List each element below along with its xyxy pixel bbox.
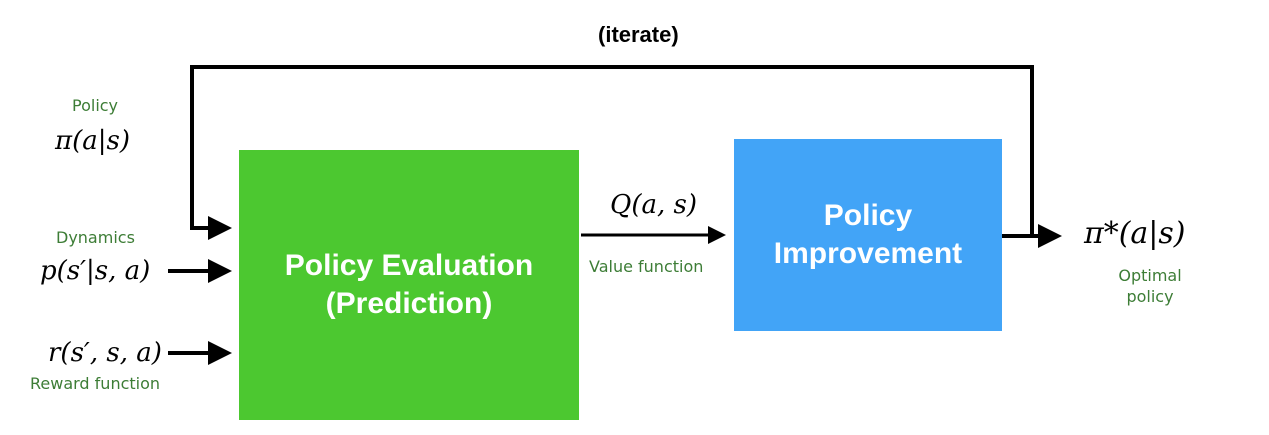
- policy-label: Policy: [72, 96, 119, 115]
- dynamics-expression: p(s′|s, a): [40, 256, 151, 286]
- policy-improvement-title: Policy: [823, 199, 913, 232]
- policy-evaluation-subtitle: (Prediction): [325, 287, 493, 320]
- iterate-title: (iterate): [598, 22, 679, 47]
- value-function-expression: Q(a, s): [610, 190, 697, 220]
- policy-improvement-subtitle: Improvement: [773, 237, 963, 270]
- reward-label: Reward function: [30, 374, 161, 393]
- optimal-policy-expression: π*(a|s): [1084, 216, 1186, 251]
- policy-evaluation-box: Policy Evaluation (Prediction): [239, 150, 579, 420]
- policy-evaluation-title: Policy Evaluation: [284, 249, 534, 282]
- value-function-label: Value function: [589, 257, 704, 276]
- optimal-policy-label-line2: policy: [1126, 287, 1174, 306]
- dynamics-label: Dynamics: [56, 228, 135, 247]
- optimal-policy-label: Optimal policy: [1110, 266, 1190, 306]
- policy-expression: π(a|s): [55, 126, 130, 156]
- reward-expression: r(s′, s, a): [48, 338, 162, 368]
- iterate-loop-arrow: [190, 65, 1034, 240]
- policy-improvement-box: Policy Improvement: [734, 139, 1002, 331]
- optimal-policy-label-line1: Optimal: [1118, 266, 1182, 285]
